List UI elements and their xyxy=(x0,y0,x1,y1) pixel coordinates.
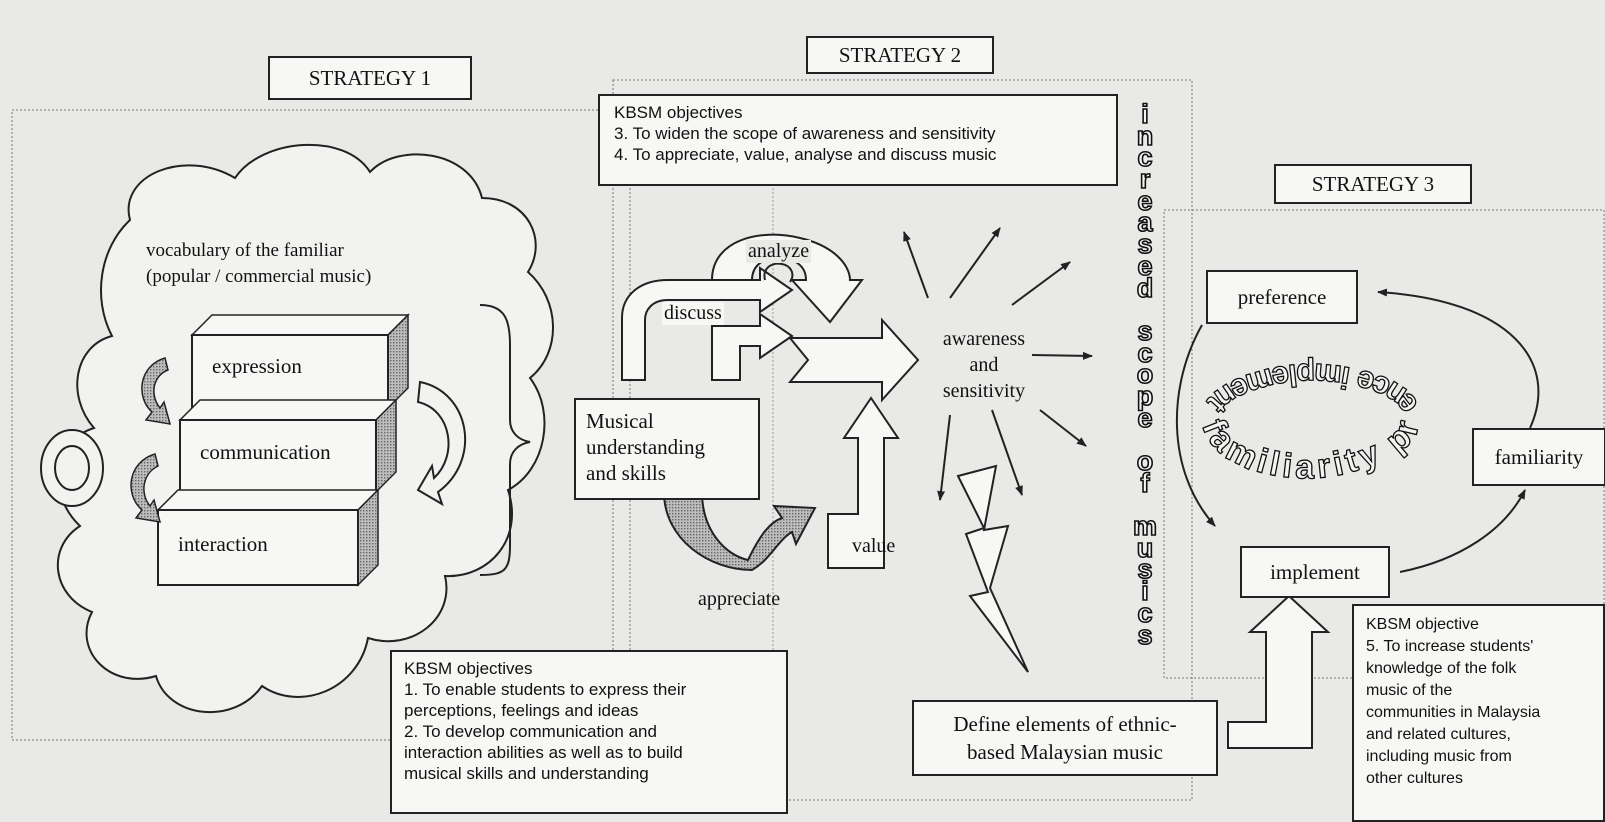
strategy2-title: STRATEGY 2 xyxy=(806,36,994,74)
strategy3-objective-line1: 5. To increase students' xyxy=(1366,638,1534,655)
strategy3-cycle xyxy=(1176,288,1540,573)
discuss-label: discuss xyxy=(662,302,724,325)
awareness-line2: and xyxy=(969,354,999,376)
vertical-letter: c xyxy=(1137,597,1154,628)
preference-node: preference xyxy=(1206,270,1358,324)
vertical-letter: s xyxy=(1137,619,1154,650)
musical-line2: understanding xyxy=(586,435,705,459)
block-expression-label: expression xyxy=(212,354,302,378)
vertical-letter: s xyxy=(1137,229,1154,260)
vertical-letter: c xyxy=(1137,337,1154,368)
cloud-text-line2: (popular / commercial music) xyxy=(146,266,372,287)
strategy1-objective-line2: perceptions, feelings and ideas xyxy=(404,701,639,720)
block-stack xyxy=(156,313,410,587)
vertical-letter: u xyxy=(1136,532,1154,563)
strategy1-objective-line3: 2. To develop communication and xyxy=(404,722,657,741)
vertical-letter: a xyxy=(1137,207,1154,238)
vertical-letter: e xyxy=(1137,250,1154,281)
vertical-letter: s xyxy=(1137,554,1154,585)
strategy1-objectives: KBSM objectives 1. To enable students to… xyxy=(390,650,788,814)
implement-node: implement xyxy=(1240,546,1390,598)
strategy3-objective-line2: knowledge of the folk xyxy=(1366,660,1517,677)
strategy3-title: STRATEGY 3 xyxy=(1274,164,1472,204)
vertical-letter: i xyxy=(1140,576,1149,607)
strategy1-objectives-heading: KBSM objectives xyxy=(404,659,533,678)
define-to-implement-arrow xyxy=(1227,594,1331,749)
vertical-letter: c xyxy=(1137,142,1154,173)
strategy3-objective-line3: music of the xyxy=(1366,682,1453,699)
vertical-letter: n xyxy=(1136,120,1154,151)
lightning-bolt xyxy=(956,464,1029,673)
strategy2-objectives: KBSM objectives 3. To widen the scope of… xyxy=(598,94,1118,186)
awareness-sensitivity-text: awareness and sensitivity xyxy=(932,326,1036,404)
vertical-letter: f xyxy=(1140,467,1151,498)
strategy1-objective-line1: 1. To enable students to express their xyxy=(404,680,687,699)
vertical-letter: o xyxy=(1136,359,1154,390)
strategy2-objective-3: 3. To widen the scope of awareness and s… xyxy=(614,124,996,143)
cloud-brace xyxy=(479,304,531,576)
value-arrow xyxy=(827,396,900,569)
vertical-letter: e xyxy=(1137,402,1154,433)
appreciate-arrow xyxy=(662,491,817,572)
analyze-small-curl xyxy=(763,262,794,283)
awareness-line3: sensitivity xyxy=(942,380,1026,402)
discuss-arrow-inner xyxy=(711,312,794,381)
vertical-letter: m xyxy=(1132,511,1158,542)
converge-arrow xyxy=(787,317,920,403)
cycle-arrows-left xyxy=(130,357,172,523)
musical-understanding-box: Musical understanding and skills xyxy=(574,398,760,500)
cycle-arrow-right xyxy=(416,380,467,507)
vertical-letter: d xyxy=(1136,272,1154,303)
strategy2-objective-4: 4. To appreciate, value, analyse and dis… xyxy=(614,145,997,164)
strategy3-objectives: KBSM objective 5. To increase students' … xyxy=(1352,604,1605,822)
strategy3-objective-line7: other cultures xyxy=(1366,770,1463,787)
discuss-arrow xyxy=(621,266,794,381)
define-line2: based Malaysian music xyxy=(967,740,1163,764)
strategy3-objective-line6: including music from xyxy=(1366,748,1512,765)
strategy1-objective-line4: interaction abilities as well as to buil… xyxy=(404,743,683,762)
musical-line3: and skills xyxy=(586,461,666,485)
value-label: value xyxy=(852,535,896,557)
strategy3-objective-line5: and related cultures, xyxy=(1366,726,1511,743)
vertical-letter: i xyxy=(1140,99,1149,129)
musical-line1: Musical xyxy=(586,409,654,433)
vertical-letter: e xyxy=(1137,185,1154,216)
familiarity-node: familiarity xyxy=(1472,428,1605,486)
block-interaction-label: interaction xyxy=(178,532,268,556)
listening-icon xyxy=(40,429,104,507)
analyze-label: analyze xyxy=(746,240,812,263)
vertical-letter: r xyxy=(1139,164,1151,195)
strategy3-objective-line4: communities in Malaysia xyxy=(1366,704,1541,721)
block-communication-label: communication xyxy=(200,440,331,464)
cloud-text-line1: vocabulary of the familiar xyxy=(146,240,344,261)
strategy1-title: STRATEGY 1 xyxy=(268,56,472,100)
radiating-arrows xyxy=(903,227,1093,501)
vertical-letter: s xyxy=(1137,315,1154,346)
define-elements-box: Define elements of ethnic- based Malaysi… xyxy=(912,700,1218,776)
strategy1-objective-line5: musical skills and understanding xyxy=(404,764,649,783)
vertical-letter: p xyxy=(1136,380,1154,411)
appreciate-label: appreciate xyxy=(698,588,781,610)
awareness-line1: awareness xyxy=(942,328,1026,350)
define-line1: Define elements of ethnic- xyxy=(953,712,1177,736)
strategy2-objectives-heading: KBSM objectives xyxy=(614,103,743,122)
strategy3-objective-heading: KBSM objective xyxy=(1366,616,1479,633)
vertical-letter: o xyxy=(1136,446,1154,476)
